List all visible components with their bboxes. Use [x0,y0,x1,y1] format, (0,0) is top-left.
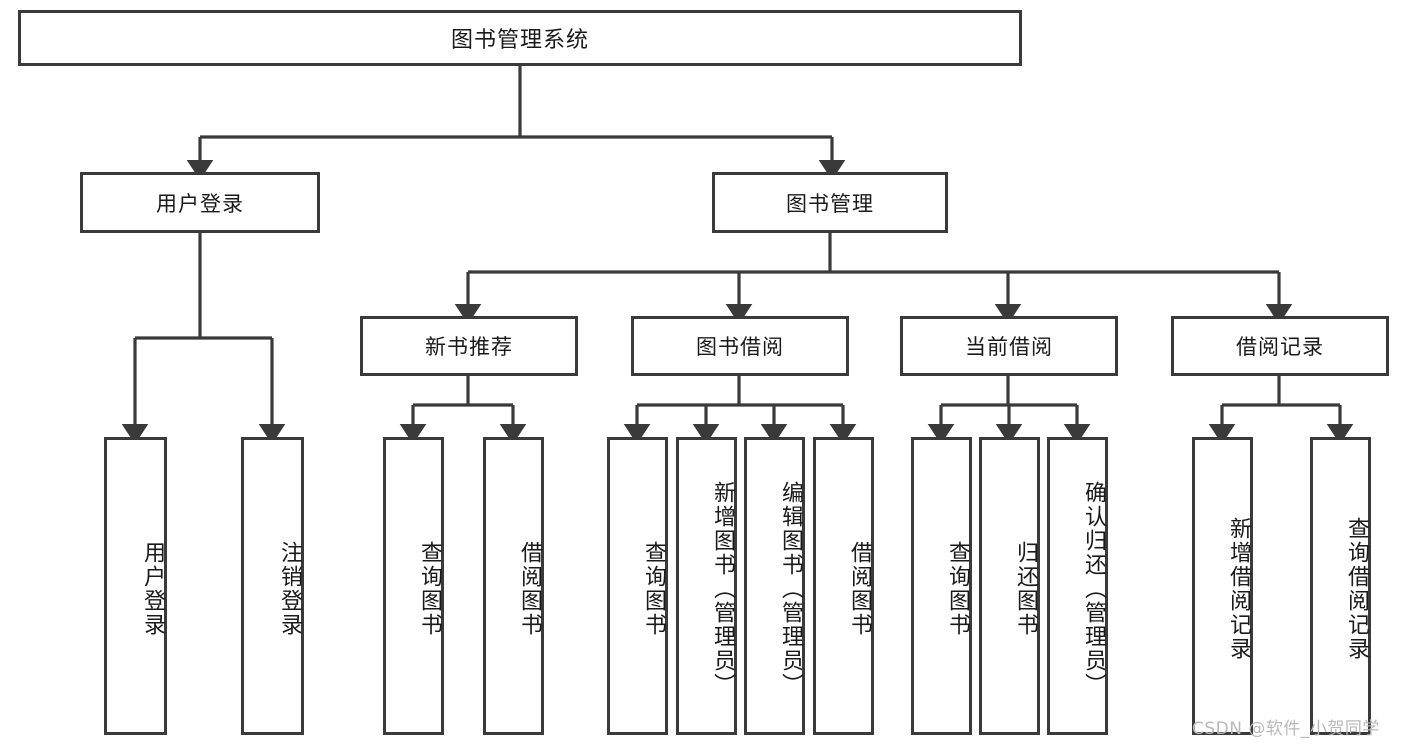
node-leaf-add-record-label: 新增借阅记录 [1226,517,1251,661]
csdn-watermark: CSDN @软件_小贺同学 [1192,719,1380,739]
node-leaf-return-book-label: 归还图书 [1013,541,1038,637]
node-leaf-return-book[interactable]: 归还图书 [979,437,1040,735]
node-user-login[interactable]: 用户登录 [80,172,320,233]
node-leaf-add-book[interactable]: 新增图书（管理员） [676,437,737,735]
node-leaf-query-record[interactable]: 查询借阅记录 [1310,437,1371,735]
node-book-manage-label: 图书管理 [786,191,874,216]
node-root[interactable]: 图书管理系统 [18,10,1022,66]
node-leaf-edit-book[interactable]: 编辑图书（管理员） [744,437,805,735]
node-leaf-add-record[interactable]: 新增借阅记录 [1192,437,1253,735]
node-book-borrow-label: 图书借阅 [696,335,784,359]
node-new-book-recommend-label: 新书推荐 [425,335,513,359]
node-book-manage[interactable]: 图书管理 [712,172,948,233]
node-leaf-logout-login-label: 注销登录 [277,541,302,637]
node-leaf-query-record-label: 查询借阅记录 [1344,517,1369,661]
node-leaf-query-book-3[interactable]: 查询图书 [911,437,972,735]
node-leaf-logout-login[interactable]: 注销登录 [241,437,304,735]
node-leaf-query-book-3-label: 查询图书 [945,541,970,637]
node-leaf-borrow-book-1-label: 借阅图书 [517,541,542,637]
node-leaf-borrow-book-1[interactable]: 借阅图书 [483,437,544,735]
node-leaf-borrow-book-2-label: 借阅图书 [847,541,872,637]
node-leaf-edit-book-label: 编辑图书（管理员） [778,481,803,697]
node-new-book-recommend[interactable]: 新书推荐 [360,316,578,376]
node-leaf-add-book-label: 新增图书（管理员） [710,481,735,697]
node-leaf-query-book-2-label: 查询图书 [641,541,666,637]
node-borrow-record[interactable]: 借阅记录 [1171,316,1389,376]
node-leaf-confirm-return-label: 确认归还（管理员） [1081,481,1106,697]
node-root-label: 图书管理系统 [450,28,589,53]
node-current-borrow[interactable]: 当前借阅 [900,316,1118,376]
node-leaf-user-login-label: 用户登录 [140,541,165,637]
node-leaf-query-book-1-label: 查询图书 [417,541,442,637]
node-leaf-user-login[interactable]: 用户登录 [104,437,167,735]
node-leaf-confirm-return[interactable]: 确认归还（管理员） [1047,437,1108,735]
node-book-borrow[interactable]: 图书借阅 [631,316,849,376]
node-borrow-record-label: 借阅记录 [1236,335,1324,359]
node-current-borrow-label: 当前借阅 [965,335,1053,359]
node-leaf-query-book-1[interactable]: 查询图书 [383,437,444,735]
node-leaf-query-book-2[interactable]: 查询图书 [607,437,668,735]
node-user-login-label: 用户登录 [156,191,244,216]
node-leaf-borrow-book-2[interactable]: 借阅图书 [813,437,874,735]
